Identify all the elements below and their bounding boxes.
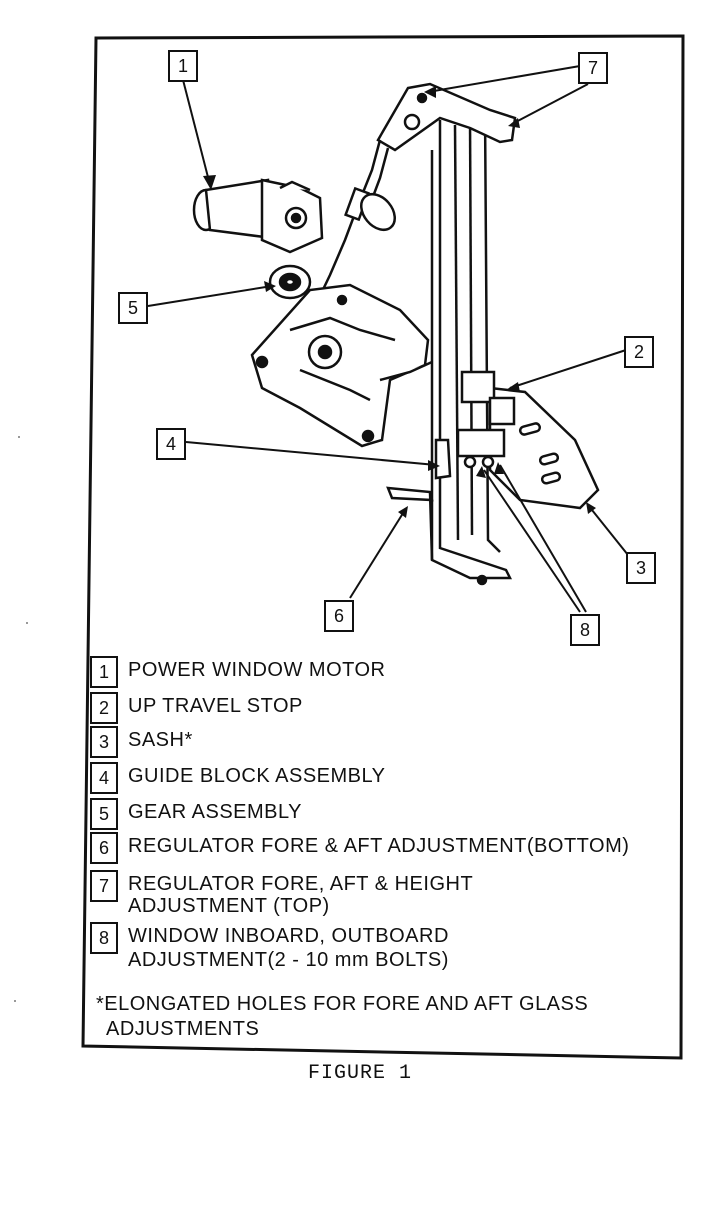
- callout-1: 1: [168, 50, 198, 82]
- callout-3: 3: [626, 552, 656, 584]
- legend-number: 2: [90, 692, 118, 724]
- scan-speck: [18, 436, 20, 438]
- drive-cable: [316, 139, 396, 301]
- guide-rail: [430, 109, 513, 586]
- callout-5: 5: [118, 292, 148, 324]
- legend-number: 4: [90, 762, 118, 794]
- callout-2: 2: [624, 336, 654, 368]
- callout-6: 6: [324, 600, 354, 632]
- legend-number: 5: [90, 798, 118, 830]
- guide-block: [434, 438, 452, 480]
- legend-label: SASH*: [128, 729, 193, 751]
- regulator-plate: [250, 283, 433, 448]
- legend-label: POWER WINDOW MOTOR: [128, 659, 386, 681]
- callout-7: 7: [578, 52, 608, 84]
- leader-lines: [147, 65, 633, 613]
- figure-caption: FIGURE 1: [307, 1062, 412, 1085]
- callout-4: 4: [156, 428, 186, 460]
- legend-label-continued: ADJUSTMENT (TOP): [128, 895, 330, 917]
- footnote: *ELONGATED HOLES FOR FORE AND AFT GLASS …: [96, 992, 676, 1042]
- legend-label: GEAR ASSEMBLY: [128, 801, 302, 823]
- legend-label: REGULATOR FORE, AFT & HEIGHT: [128, 873, 474, 895]
- scan-speck: [14, 1000, 16, 1002]
- figure-border: [81, 34, 685, 1060]
- gear-assembly: [268, 264, 312, 300]
- legend-label-continued: ADJUSTMENT(2 - 10 mm BOLTS): [128, 949, 449, 971]
- legend-label: GUIDE BLOCK ASSEMBLY: [128, 765, 386, 787]
- top-bracket: [376, 82, 517, 152]
- bottom-bracket: [386, 486, 434, 561]
- sash: [488, 386, 600, 510]
- power-window-motor: [192, 178, 324, 254]
- clamp-block: [456, 370, 516, 469]
- callout-8: 8: [570, 614, 600, 646]
- legend-number: 1: [90, 656, 118, 688]
- legend-label: UP TRAVEL STOP: [128, 695, 303, 717]
- legend-number: 7: [90, 870, 118, 902]
- legend-number: 3: [90, 726, 118, 758]
- footnote-line-2: ADJUSTMENTS: [106, 1018, 260, 1040]
- legend-label: WINDOW INBOARD, OUTBOARD: [128, 925, 449, 947]
- arrowheads: [203, 86, 596, 518]
- legend-number: 6: [90, 832, 118, 864]
- legend-label: REGULATOR FORE & AFT ADJUSTMENT(BOTTOM): [128, 835, 630, 857]
- footnote-line-1: *ELONGATED HOLES FOR FORE AND AFT GLASS: [96, 993, 589, 1015]
- scan-speck: [26, 622, 28, 624]
- legend-number: 8: [90, 922, 118, 954]
